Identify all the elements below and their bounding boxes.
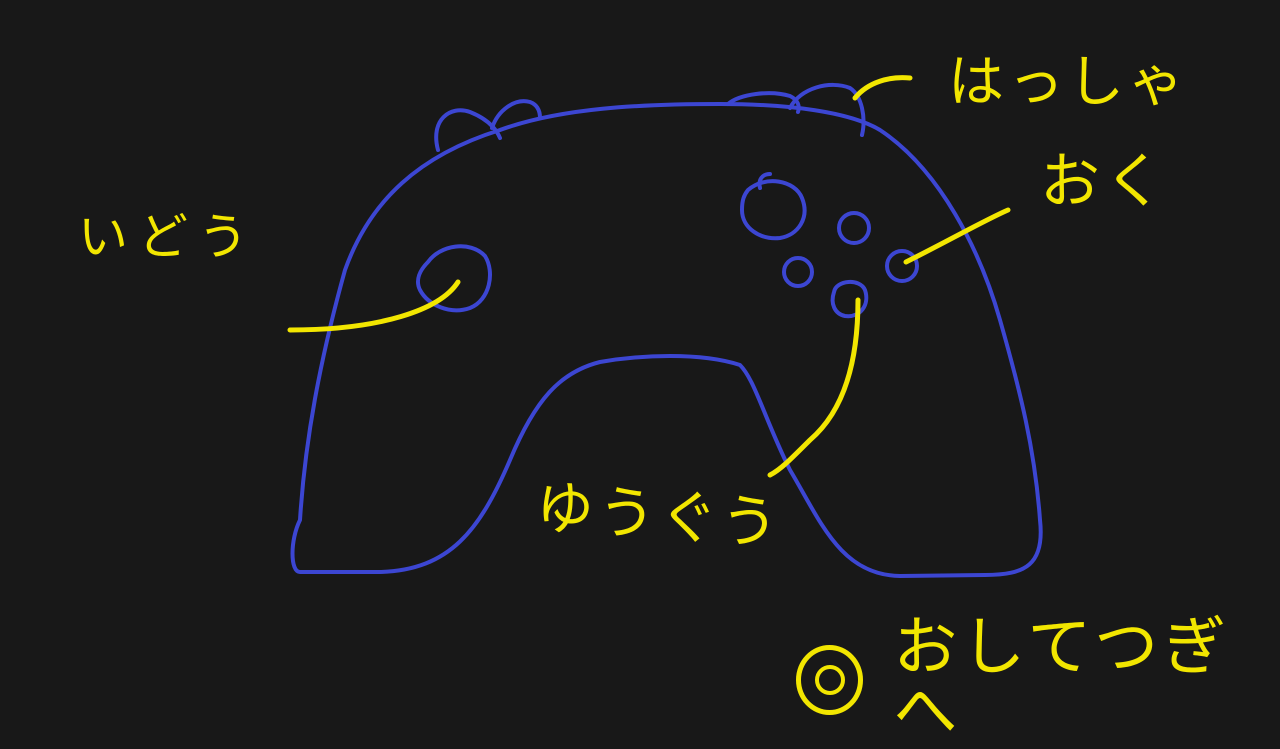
right-bumper-outer <box>788 82 866 137</box>
face-button-right <box>885 249 919 283</box>
callout-place <box>903 207 1011 265</box>
a-button-icon <box>796 645 864 715</box>
face-button-top <box>837 211 871 245</box>
left-stick <box>416 244 492 313</box>
label-fire: はっしゃ <box>948 50 1188 115</box>
callout-fire <box>852 75 913 101</box>
controller-body <box>290 102 1043 578</box>
diagram-canvas: はっしゃ おく いどう ゆうぐう おしてつぎへ <box>78 50 1227 744</box>
callout-move <box>287 279 461 333</box>
next-text: おしてつぎへ <box>893 611 1231 749</box>
left-bumper-inner <box>490 99 542 130</box>
face-button-large <box>740 179 807 241</box>
face-button-left <box>782 256 814 288</box>
a-button-icon-inner <box>814 665 845 695</box>
left-bumper-outer <box>434 108 502 152</box>
callout-jump <box>767 297 861 478</box>
controller-drawing <box>287 75 1043 578</box>
label-move: いどう <box>78 208 258 266</box>
right-bumper-inner <box>726 91 801 114</box>
label-jump: ゆうぐう <box>533 473 785 559</box>
next-hint[interactable]: おしてつぎへ <box>796 616 1280 744</box>
face-button-bottom <box>830 280 869 319</box>
label-place: おく <box>1040 147 1168 217</box>
